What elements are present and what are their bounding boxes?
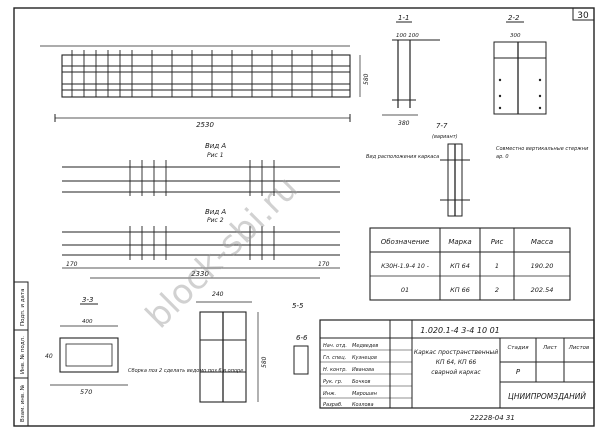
stage-value: Р [516, 368, 521, 376]
title-line-3: сварной каркас [431, 369, 481, 376]
sheet-frame [13, 7, 595, 427]
side-strip-label-bottom: Взам. инв. № [20, 384, 26, 422]
section-1-1: 1-1 100 100 380 [382, 14, 440, 127]
svg-text:Вид А: Вид А [205, 142, 226, 150]
svg-text:Козлова: Козлова [352, 402, 374, 408]
side-strip-label-mid: Инв. № подл. [20, 336, 26, 374]
view-a-fig2: Вид А Рис 2 170 170 2330 [62, 208, 340, 279]
svg-text:240: 240 [212, 291, 224, 298]
svg-text:Вид А: Вид А [205, 208, 226, 216]
svg-text:Листов: Листов [568, 345, 590, 351]
svg-text:Нач. отд.: Нач. отд. [323, 343, 347, 349]
svg-text:Рис 2: Рис 2 [207, 217, 224, 224]
table-cell: КП 64 [450, 262, 470, 270]
watermark: block-sbi.ru [138, 168, 306, 336]
svg-text:Стадия: Стадия [507, 345, 529, 351]
svg-text:Бочков: Бочков [352, 379, 371, 385]
svg-text:Кузнецов: Кузнецов [352, 355, 377, 361]
edge-note: Совместно вертикальные стержни [496, 146, 589, 152]
detail-7-7: 7-7 (вариант) Вид расположения каркаса С… [366, 122, 589, 217]
side-note: Вид расположения каркаса [366, 154, 439, 160]
table-header-mass: Масса [531, 238, 553, 246]
page-number: 30 [577, 11, 589, 21]
section-5-5: 240 580 5-5 6-6 Сборка поз 2 сделать вед… [128, 291, 309, 403]
svg-text:2-2: 2-2 [508, 14, 520, 22]
stirrup-note: Сборка поз 2 сделать ведомо поз 6 в опор… [128, 368, 243, 374]
table-cell: КЗ0Н-1.9-4 10 - [381, 263, 429, 270]
table-cell: 01 [401, 286, 409, 294]
svg-text:Иванова: Иванова [352, 367, 374, 373]
svg-text:580: 580 [363, 73, 370, 85]
svg-text:380: 380 [398, 120, 410, 127]
table-header-fig: Рис [491, 238, 504, 246]
svg-text:Рук. гр.: Рук. гр. [323, 379, 343, 385]
section-2-2: 2-2 300 [493, 14, 547, 115]
svg-text:170: 170 [318, 261, 330, 268]
svg-text:1-1: 1-1 [398, 14, 409, 22]
svg-text:300: 300 [510, 33, 521, 39]
spec-table: Обозначение Марка Рис Масса КЗ0Н-1.9-4 1… [369, 227, 571, 301]
table-cell: 1 [495, 262, 499, 270]
table-cell: 202.54 [531, 286, 554, 294]
svg-text:170: 170 [66, 261, 78, 268]
side-strip-label-top: Подп. и дата [20, 289, 26, 326]
table-cell: 2 [495, 286, 499, 294]
bottom-length-dim: 2330 [191, 270, 209, 278]
svg-text:Мирошин: Мирошин [352, 391, 378, 397]
svg-text:Лист: Лист [542, 345, 558, 351]
svg-text:(вариант): (вариант) [432, 134, 458, 140]
side-strip [13, 281, 29, 427]
main-elevation: 2530 580 [40, 45, 370, 129]
title-line-1: Каркас пространственный [414, 349, 498, 356]
title-block: 1.020.1-4 3-4 10 01 Каркас пространствен… [319, 319, 595, 409]
svg-text:3-3: 3-3 [82, 296, 93, 304]
svg-text:570: 570 [80, 388, 92, 396]
view-a-fig1: Вид А Рис 1 [62, 142, 340, 196]
table-cell: КП 66 [450, 286, 470, 294]
svg-text:7-7: 7-7 [436, 122, 448, 130]
footer-code: 22228-04 31 [470, 414, 515, 422]
svg-text:Разраб.: Разраб. [323, 402, 343, 408]
svg-text:Инж.: Инж. [323, 391, 336, 397]
organization: ЦНИИПРОМЗДАНИЙ [508, 392, 586, 401]
svg-text:100 100: 100 100 [396, 33, 419, 39]
svg-text:400: 400 [82, 319, 93, 325]
page-number-box [572, 7, 595, 21]
title-line-2: КП 64, КП 66 [436, 359, 477, 366]
svg-text:Рис 1: Рис 1 [207, 152, 224, 159]
main-length-dim: 2530 [196, 121, 214, 129]
svg-text:40: 40 [45, 353, 53, 360]
doc-code: 1.020.1-4 3-4 10 01 [420, 326, 500, 335]
section-3-3: 3-3 40 400 570 [45, 296, 128, 396]
svg-text:Гл. спец.: Гл. спец. [323, 355, 346, 361]
svg-text:ар. 0: ар. 0 [496, 154, 509, 160]
svg-text:580: 580 [261, 356, 268, 368]
svg-text:Н. контр.: Н. контр. [323, 367, 347, 373]
table-header-designation: Обозначение [381, 238, 430, 246]
table-header-mark: Марка [448, 238, 471, 246]
svg-text:Медведев: Медведев [352, 343, 378, 349]
svg-text:6-6: 6-6 [296, 334, 308, 342]
table-cell: 190.20 [531, 262, 554, 270]
svg-text:5-5: 5-5 [292, 302, 304, 310]
